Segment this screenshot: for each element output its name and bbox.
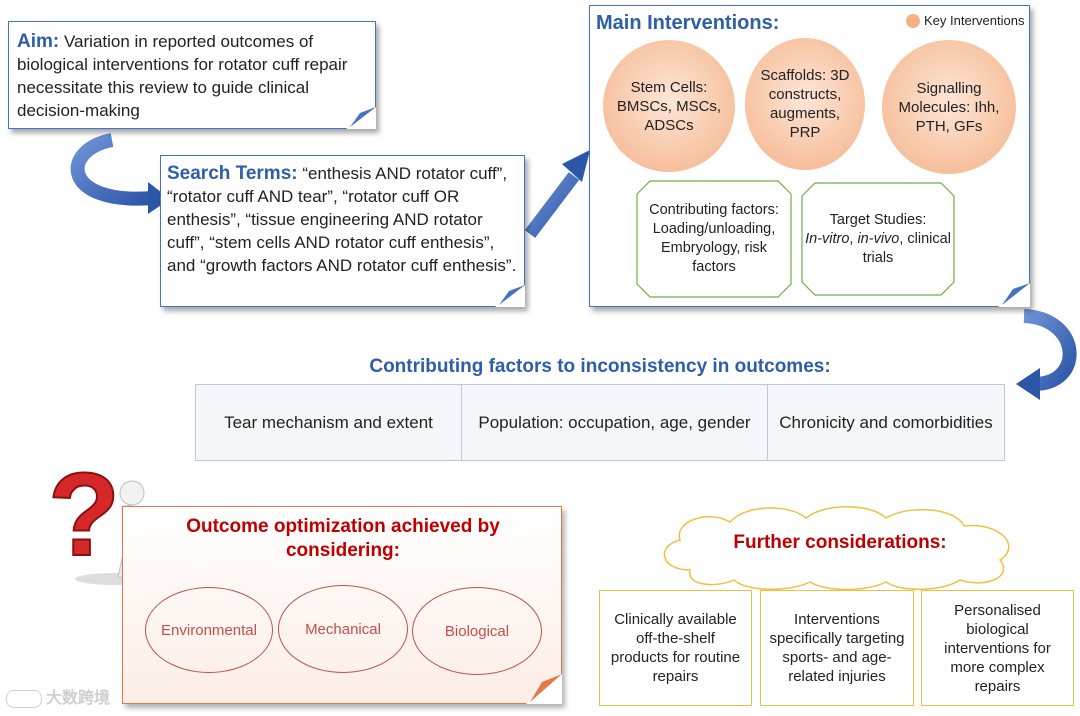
search-label: Search Terms:: [167, 163, 298, 184]
target-studies-box: Target Studies: In-vitro, in-vivo, clini…: [801, 182, 955, 296]
search-text-block: Search Terms: “enthesis AND rotator cuff…: [167, 162, 518, 277]
ellipse-environmental: Environmental: [145, 587, 273, 673]
signalling-molecules-bubble: Signalling Molecules: Ihh, PTH, GFs: [882, 40, 1016, 174]
factor-cell-population: Population: occupation, age, gender: [462, 385, 768, 460]
main-interventions-box: Main Interventions: Key Interventions St…: [589, 5, 1030, 307]
watermark-logo-icon: [6, 689, 42, 708]
aim-label: Aim:: [17, 31, 60, 52]
legend-label: Key Interventions: [924, 13, 1025, 28]
contributing-factors-text: Contributing factors: Loading/unloading,…: [649, 202, 779, 275]
target-studies-text: Target Studies: In-vitro, in-vivo, clini…: [805, 182, 951, 296]
search-terms-box: Search Terms: “enthesis AND rotator cuff…: [160, 155, 525, 307]
factor-cell-chronicity: Chronicity and comorbidities: [779, 412, 993, 432]
optimization-box: Outcome optimization achieved by conside…: [122, 506, 562, 704]
main-title: Main Interventions:: [596, 12, 780, 34]
search-description: “enthesis AND rotator cuff”, “rotator cu…: [167, 164, 517, 275]
svg-text:?: ?: [48, 455, 120, 581]
stem-cells-bubble: Stem Cells: BMSCs, MSCs, ADSCs: [603, 40, 735, 172]
page-curl-icon: [346, 107, 376, 129]
page-curl-icon: [998, 283, 1030, 307]
factor-cell-tear: Tear mechanism and extent: [196, 385, 462, 460]
octagon-shape: [801, 182, 955, 296]
target-prefix: Target Studies:: [829, 211, 927, 228]
diagonal-arrow-search-to-main: [524, 150, 590, 238]
further-item-clinically-available: Clinically available off-the-shelf produ…: [599, 590, 752, 706]
factors-title: Contributing factors to inconsistency in…: [369, 356, 831, 377]
watermark: 大数跨境: [6, 684, 110, 708]
target-invivo: in-vivo: [857, 230, 900, 247]
aim-text-block: Aim: Variation in reported outcomes of b…: [17, 30, 367, 122]
curved-arrow-aim-to-search: [70, 133, 170, 214]
watermark-text: 大数跨境: [46, 690, 111, 707]
target-sep: ,: [849, 230, 854, 247]
optimization-title: Outcome optimization achieved by conside…: [186, 516, 500, 561]
target-rest: , clinical trials: [862, 230, 951, 266]
further-item-personalised: Personalised biological interventions fo…: [921, 590, 1074, 706]
scaffolds-bubble: Scaffolds: 3D constructs, augments, PRP: [745, 38, 865, 170]
further-title: Further considerations:: [733, 532, 947, 553]
aim-box: Aim: Variation in reported outcomes of b…: [8, 21, 376, 129]
cloud-shape-icon: [663, 506, 1010, 591]
factors-table: Tear mechanism and extent Population: oc…: [195, 384, 1005, 461]
ellipse-mechanical: Mechanical: [278, 585, 408, 673]
aim-description: Variation in reported outcomes of biolog…: [17, 32, 348, 120]
legend-dot-icon: [906, 14, 920, 28]
page-curl-icon: [526, 674, 562, 704]
further-item-interventions: Interventions specifically targeting spo…: [760, 590, 914, 706]
target-invitro: In-vitro: [805, 230, 850, 247]
curved-arrow-main-to-factors: [1016, 309, 1077, 400]
octagon-shape: [636, 180, 792, 298]
ellipse-biological: Biological: [412, 587, 542, 675]
contributing-factors-box: Contributing factors: Loading/unloading,…: [636, 180, 792, 298]
page-curl-icon: [495, 285, 525, 307]
